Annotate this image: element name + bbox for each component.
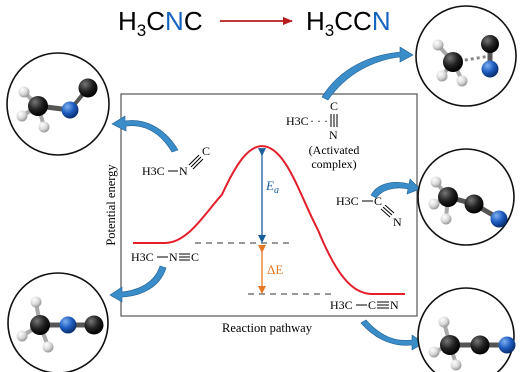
svg-text:C: C [374,194,382,208]
product-formula: H3CCN [306,6,391,40]
svg-text:H3C: H3C [330,298,353,312]
svg-text:C: C [368,298,376,312]
svg-text:C: C [202,144,210,158]
svg-text:C: C [330,99,338,113]
product-structure-lower: H3C C N [330,298,399,312]
svg-text:complex): complex) [311,157,356,171]
svg-text:H3C: H3C [286,114,309,128]
molecule-product-mid [417,148,515,246]
callout-arrow-product-mid [370,178,421,199]
callout-arrow-product-lower [360,319,425,351]
reactant-formula: H3CNC [118,6,203,40]
delta-e-label: ΔE [267,262,283,277]
reactant-structure-upper: H3C N C [142,144,210,178]
product-structure-upper: H3C C N [336,194,402,229]
svg-text:N: N [179,164,188,178]
molecule-lower-left [7,272,109,372]
svg-text:C: C [191,250,199,264]
molecule-activated-complex [415,5,517,107]
callout-arrows [109,46,425,351]
svg-text:N: N [390,298,399,312]
reactant-structure-lower: H3C N C [131,250,199,264]
activation-energy-label: Ea [265,178,279,196]
y-axis-label: Potential energy [104,164,118,246]
molecule-upper-left [6,52,110,156]
svg-text:N: N [329,128,338,142]
activated-complex-structure: H3C · · · C N (Activated complex) [286,99,359,171]
plot-frame [120,93,418,317]
callout-arrow-activated [321,46,414,101]
svg-text:N: N [169,250,178,264]
x-axis-label: Reaction pathway [222,321,313,335]
molecule-product-lower [417,287,516,372]
svg-text:(Activated: (Activated [309,143,360,157]
callout-arrow-upper-left [111,115,179,153]
svg-text:H3C: H3C [336,194,359,208]
svg-text:· · ·: · · · [310,114,328,128]
energy-curve [133,145,405,295]
callout-arrow-lower-left [109,265,167,303]
svg-text:H3C: H3C [142,164,165,178]
svg-text:N: N [393,215,402,229]
svg-text:H3C: H3C [131,250,154,264]
